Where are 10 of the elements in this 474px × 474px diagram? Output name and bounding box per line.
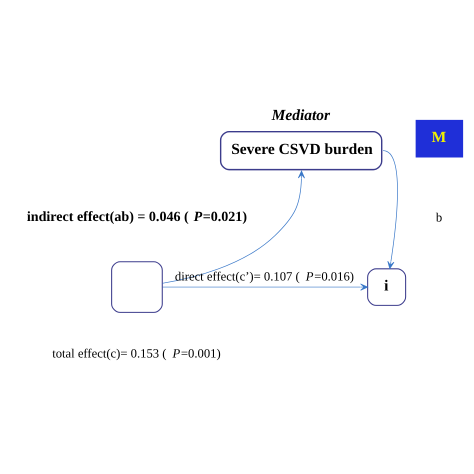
node-box: i	[367, 268, 406, 306]
label: indirect effect(ab) = 0.046 ( P=0.021)	[26, 208, 248, 224]
arrow	[162, 170, 305, 284]
node-box	[111, 260, 163, 312]
node-box: M	[416, 119, 464, 157]
arrow	[382, 150, 398, 268]
label: total effect(c)= 0.153 ( P=0.001)	[52, 346, 221, 360]
arrow	[162, 283, 368, 290]
label: b	[436, 210, 442, 224]
node-label: Mediator	[272, 106, 330, 124]
